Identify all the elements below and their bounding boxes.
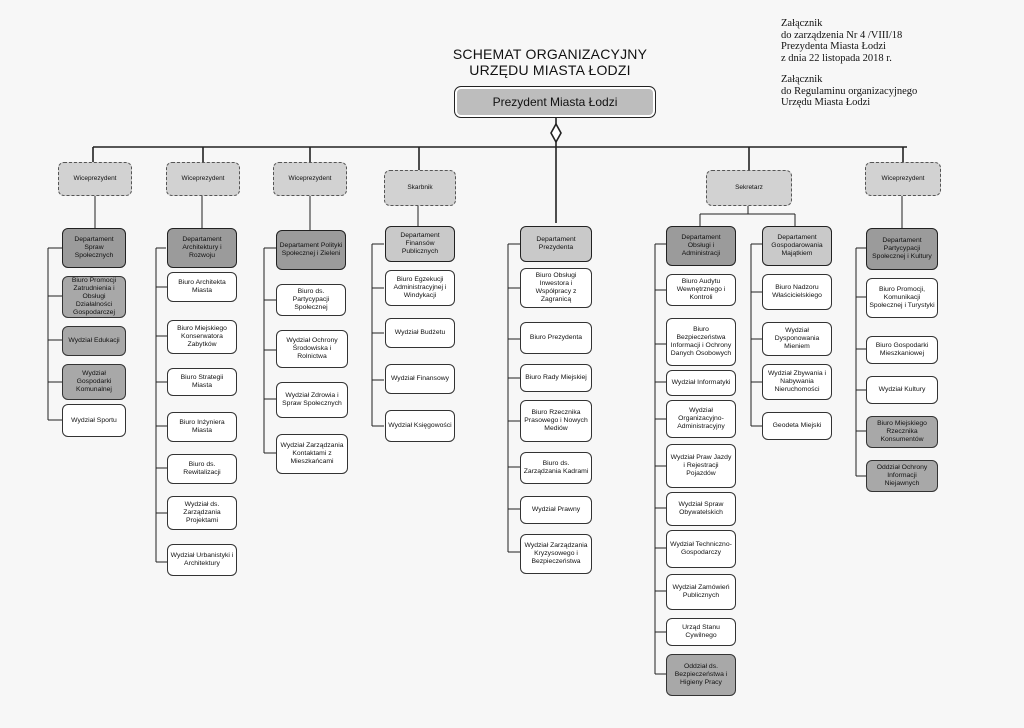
unit-c4-2: Wydział Budżetu [385,318,455,348]
unit-c1-2: Wydział Edukacji [62,326,126,356]
unit-c7-2: Wydział Dysponowania Mieniem [762,322,832,356]
chart-title: SCHEMAT ORGANIZACYJNY URZĘDU MIASTA ŁODZ… [400,46,700,78]
unit-c4-4: Wydział Księgowości [385,410,455,442]
unit-c8-3: Wydział Kultury [866,376,938,404]
unit-c7-1: Biuro Nadzoru Właścicielskiego [762,274,832,310]
unit-c8-2: Biuro Gospodarki Mieszkaniowej [866,336,938,364]
official-vp-3: Wiceprezydent [273,162,347,196]
unit-c6-9: Urząd Stanu Cywilnego [666,618,736,646]
unit-c7-4: Geodeta Miejski [762,412,832,440]
official-secretary: Sekretarz [706,170,792,206]
unit-c5-4: Biuro Rzecznika Prasowego i Nowych Medió… [520,400,592,442]
department-public-finance: Departament Finansów Publicznych [385,226,455,262]
annex-line-3: Prezydenta Miasta Łodzi [781,41,886,52]
department-president: Departament Prezydenta [520,226,592,262]
annex-line-1: Załącznik [781,18,823,29]
unit-c3-2: Wydział Ochrony Środowiska i Rolnictwa [276,330,348,368]
unit-c2-2: Biuro Miejskiego Konserwatora Zabytków [167,320,237,354]
annex-line-2: do zarządzenia Nr 4 /VIII/18 [781,29,903,41]
unit-c1-1: Biuro Promocji Zatrudnienia i Obsługi Dz… [62,276,126,318]
unit-c6-4: Wydział Organizacyjno-Administracyjny [666,400,736,438]
unit-c5-5: Biuro ds. Zarządzania Kadrami [520,452,592,484]
unit-c2-5: Biuro ds. Rewitalizacji [167,454,237,484]
unit-c4-1: Biuro Egzekucji Administracyjnej i Windy… [385,270,455,306]
department-property: Departament Gospodarowania Majątkiem [762,226,832,266]
title-line-2: URZĘDU MIASTA ŁODZI [469,62,631,78]
department-participation-culture: Departament Partycypacji Społecznej i Ku… [866,228,938,270]
official-vp-1: Wiceprezydent [58,162,132,196]
annex-line-7: Urzędu Miasta Łodzi [781,97,871,108]
department-administration: Departament Obsługi i Administracji [666,226,736,266]
annex-line-5: Załącznik [781,74,823,85]
unit-c6-1: Biuro Audytu Wewnętrznego i Kontroli [666,274,736,306]
unit-c2-7: Wydział Urbanistyki i Architektury [167,544,237,576]
unit-c8-1: Biuro Promocji, Komunikacji Społecznej i… [866,278,938,318]
unit-c5-3: Biuro Rady Miejskiej [520,364,592,392]
unit-c8-4: Biuro Miejskiego Rzecznika Konsumentów [866,416,938,448]
annex-line-6: do Regulaminu organizacyjnego [781,85,918,97]
unit-c3-3: Wydział Zdrowia i Spraw Społecznych [276,382,348,418]
unit-c6-2: Biuro Bezpieczeństwa Informacji i Ochron… [666,318,736,366]
unit-c6-6: Wydział Spraw Obywatelskich [666,492,736,526]
unit-c6-5: Wydział Praw Jazdy i Rejestracji Pojazdó… [666,444,736,488]
unit-c2-1: Biuro Architekta Miasta [167,272,237,302]
title-line-1: SCHEMAT ORGANIZACYJNY [452,46,648,62]
unit-c6-10: Oddział ds. Bezpieczeństwa i Higieny Pra… [666,654,736,696]
unit-c8-5: Oddział Ochrony Informacji Niejawnych [866,460,938,492]
unit-c5-7: Wydział Zarządzania Kryzysowego i Bezpie… [520,534,592,574]
unit-c6-3: Wydział Informatyki [666,370,736,396]
unit-c2-3: Biuro Strategii Miasta [167,368,237,396]
official-treasurer: Skarbnik [384,170,456,206]
annex-line-4: z dnia 22 listopada 2018 r. [781,52,892,64]
unit-c2-6: Wydział ds. Zarządzania Projektami [167,496,237,530]
unit-c6-7: Wydział Techniczno-Gospodarczy [666,530,736,568]
unit-c5-1: Biuro Obsługi Inwestora i Współpracy z Z… [520,268,592,308]
department-social-affairs: Departament Spraw Społecznych [62,228,126,268]
unit-c5-6: Wydział Prawny [520,496,592,524]
unit-c3-4: Wydział Zarządzania Kontaktami z Mieszka… [276,434,348,474]
annex-note: Załącznik do zarządzenia Nr 4 /VIII/18 P… [781,18,1017,109]
unit-c2-4: Biuro Inżyniera Miasta [167,412,237,442]
department-architecture: Departament Architektury i Rozwoju [167,228,237,268]
unit-c6-8: Wydział Zamówień Publicznych [666,574,736,610]
unit-c7-3: Wydział Zbywania i Nabywania Nieruchomoś… [762,364,832,400]
official-vp-2: Wiceprezydent [166,162,240,196]
department-social-policy: Departament Polityki Społecznej i Zielen… [276,230,346,270]
unit-c1-3: Wydział Gospodarki Komunalnej [62,364,126,400]
unit-c5-2: Biuro Prezydenta [520,322,592,354]
unit-c3-1: Biuro ds. Partycypacji Społecznej [276,284,346,316]
unit-c4-3: Wydział Finansowy [385,364,455,394]
president-box: Prezydent Miasta Łodzi [454,86,656,118]
official-vp-4: Wiceprezydent [865,162,941,196]
unit-c1-4: Wydział Sportu [62,404,126,437]
